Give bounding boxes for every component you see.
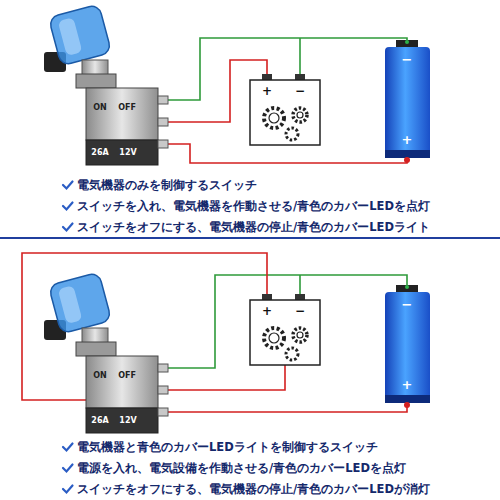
check-mark — [63, 203, 73, 210]
terminal-sign: − — [295, 85, 305, 99]
switch-marking: ON — [93, 103, 107, 112]
feature-line: 電気機器と青色のカバーLEDライトを制御するスイッチ — [77, 441, 378, 454]
switch-rating: 26A — [91, 148, 108, 157]
check-mark — [63, 444, 73, 451]
switch-rating: 12V — [119, 148, 136, 157]
power-wire — [168, 365, 285, 390]
check-mark — [63, 182, 73, 189]
feature-line: 電気機器のみを制御するスイッチ — [77, 179, 257, 192]
battery — [385, 40, 430, 163]
feature-line: スイッチをオフにする、電気機器の停止/青色のカバーLEDが消灯 — [77, 483, 430, 496]
check-mark — [63, 224, 73, 231]
toggle-switch — [44, 4, 168, 165]
battery-sign: − — [402, 298, 413, 313]
electric-device — [250, 74, 320, 145]
ground-wire — [299, 275, 301, 294]
battery-sign: + — [402, 133, 413, 148]
feature-line: 電源を入れ、電気設備を作動させる/青色のカバーLEDを点灯 — [77, 462, 406, 475]
battery-sign: − — [402, 53, 413, 68]
feature-line: スイッチを入れ、電気機器を作動させる/青色のカバーLEDを点灯 — [77, 200, 430, 213]
terminal-sign: + — [262, 85, 272, 99]
ground-wire — [168, 275, 407, 368]
switch-rating: 12V — [119, 416, 136, 425]
check-mark — [63, 486, 73, 493]
switch-marking: OFF — [118, 103, 136, 112]
terminal-sign: + — [262, 305, 272, 319]
terminal-sign: − — [295, 305, 305, 319]
power-wire — [168, 144, 407, 163]
switch-marking: OFF — [118, 371, 136, 380]
power-wire — [168, 406, 407, 412]
electric-device — [250, 294, 320, 365]
battery-sign: + — [402, 378, 413, 393]
switch-rating: 26A — [91, 416, 108, 425]
switch-marking: ON — [93, 371, 107, 380]
ground-wire — [299, 38, 301, 74]
check-mark — [63, 465, 73, 472]
feature-line: スイッチをオフにする、電気機器の停止/青色のカバーLEDライト — [77, 221, 430, 234]
divider-line — [0, 237, 500, 239]
toggle-switch — [44, 272, 168, 433]
battery — [385, 285, 430, 408]
